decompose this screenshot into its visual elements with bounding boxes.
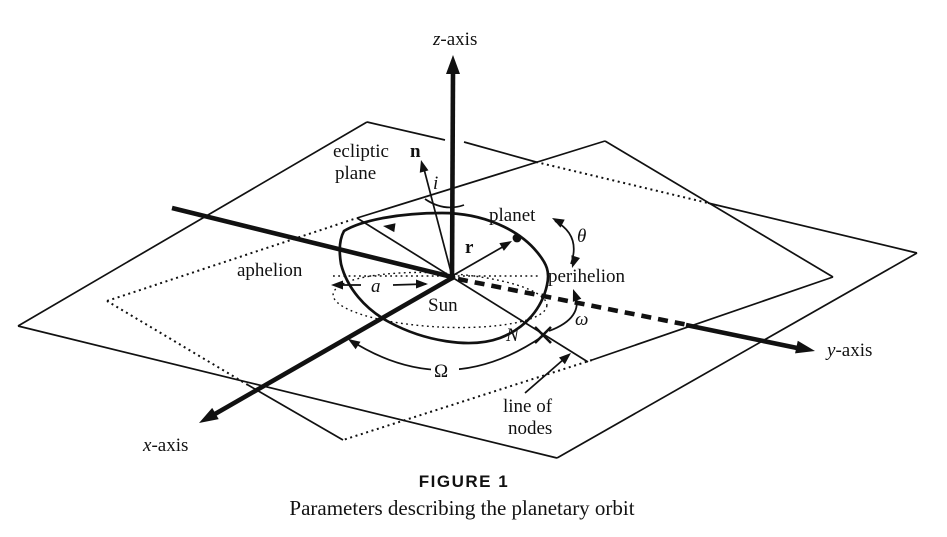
ecliptic-edge-top-right-c: [707, 202, 918, 254]
x-axis-arrowhead-icon: [199, 407, 219, 423]
orbital-edge-top-right: [604, 140, 834, 278]
y-axis-visible-line: [685, 322, 803, 352]
theta-arrowhead-bottom-icon: [571, 255, 580, 268]
figure-caption-title: FIGURE 1: [419, 472, 509, 491]
normal-vector-label: n: [410, 141, 421, 162]
node-marker-stroke2: [534, 326, 552, 344]
radius-vector-label: r: [465, 237, 474, 258]
planet-label: planet: [489, 205, 536, 226]
semi-major-axis-label: a: [371, 276, 381, 297]
line-of-nodes-pointer-arrow: [524, 353, 571, 394]
ascending-node-angle-label: Ω: [434, 361, 448, 382]
line-of-nodes-line: [356, 217, 589, 363]
ecliptic-plane-label-line1: ecliptic: [333, 141, 389, 162]
theta-arc: [554, 220, 575, 265]
x-axis-line: [206, 276, 454, 420]
ecliptic-edge-top-right-b: [463, 141, 537, 163]
z-axis-label: z-axis: [432, 29, 477, 50]
ecliptic-edge-top-right-hidden: [535, 161, 709, 204]
orbit-projection-dotted-ellipse: [332, 271, 548, 329]
normal-vector-line: [423, 168, 453, 277]
ecliptic-edge-right-bottom: [556, 252, 918, 459]
node-marker: [534, 326, 552, 344]
z-axis-arrow: [446, 55, 460, 279]
inclination-arc: [424, 198, 465, 209]
y-axis-hidden-dashed-line: [457, 276, 689, 328]
y-axis-negative-line: [171, 205, 453, 280]
radius-vector-line: [451, 244, 507, 277]
semi-major-axis-arrow: [331, 279, 428, 290]
omega-capital-arrowhead-icon: [348, 339, 361, 350]
z-axis-line: [449, 71, 456, 279]
figure-caption-subtitle: Parameters describing the planetary orbi…: [289, 496, 634, 520]
normal-vector-arrowhead-icon: [419, 160, 429, 173]
y-axis-arrowhead-icon: [795, 340, 815, 354]
normal-vector-arrow: [419, 160, 453, 277]
sun-label: Sun: [428, 295, 458, 316]
x-axis-arrow: [199, 276, 454, 423]
true-anomaly-arc: [552, 218, 580, 268]
inclination-label: i: [433, 173, 438, 194]
ecliptic-edge-bottom-left: [17, 325, 558, 459]
x-axis-label: x-axis: [142, 435, 188, 456]
ecliptic-edge-top-right-a: [366, 121, 446, 141]
orbital-edge-bottom-left: [247, 384, 344, 441]
orbital-edge-right-bottom-hidden: [342, 359, 593, 441]
ecliptic-plane-outline: [17, 121, 918, 459]
sun-dot: [448, 273, 456, 281]
line-of-nodes-label-line2: nodes: [508, 418, 552, 439]
orbital-edge-bottom-left-hidden: [106, 300, 249, 386]
theta-arrowhead-top-icon: [552, 218, 565, 228]
aphelion-label: aphelion: [237, 260, 303, 281]
orbital-edge-left-top-hidden: [106, 217, 358, 302]
planet-dot: [512, 233, 522, 243]
orbital-plane-outline: [106, 140, 834, 441]
ecliptic-edge-left-top: [17, 121, 368, 327]
semi-major-right-arrowhead-icon: [416, 279, 428, 289]
orbit-direction-arrowhead-icon: [383, 223, 396, 233]
radius-vector-arrowhead-icon: [499, 241, 512, 251]
argument-of-perihelion-arc: [548, 289, 582, 332]
argument-of-perihelion-label: ω: [575, 309, 588, 330]
radius-vector-arrow: [451, 241, 512, 277]
omega-label-backing: [431, 358, 459, 379]
line-of-nodes-arrowhead-icon: [558, 353, 571, 365]
node-label: N: [505, 325, 520, 346]
line-of-nodes-pointer-line: [524, 358, 565, 394]
orbital-edge-left-top: [356, 140, 606, 219]
true-anomaly-label: θ: [577, 226, 586, 247]
z-axis-arrowhead-icon: [446, 55, 460, 74]
orbital-edge-right-bottom: [591, 276, 834, 361]
omega-small-arrowhead-icon: [572, 289, 582, 302]
semi-major-left-arrowhead-icon: [331, 280, 343, 290]
y-axis-arrow: [171, 205, 815, 354]
ecliptic-plane-label-line2: plane: [335, 163, 376, 184]
orbit-ellipse: [338, 211, 550, 345]
perihelion-label: perihelion: [548, 266, 626, 287]
line-of-nodes-label-line1: line of: [503, 396, 553, 417]
y-axis-label: y-axis: [825, 340, 872, 361]
